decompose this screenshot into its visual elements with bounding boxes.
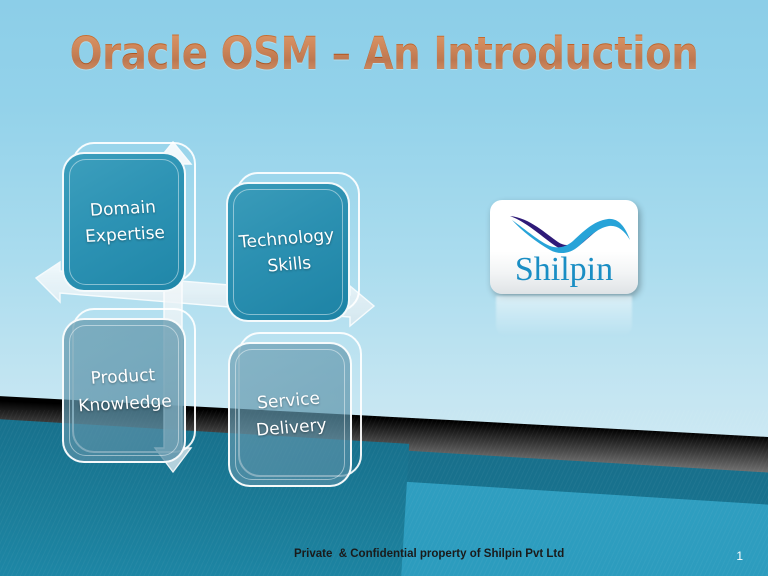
quadrant-face: [228, 342, 352, 487]
swoosh-light-icon: [512, 218, 630, 254]
quadrant-domain-expertise[interactable]: Domain Expertise: [62, 142, 196, 292]
quadrant-label-line2: Skills: [266, 253, 313, 277]
capability-matrix-diagram: Domain Expertise Technology Skills Produ…: [0, 0, 420, 520]
quadrant-label-line2: Knowledge: [77, 391, 173, 416]
quadrant-label: Domain Expertise: [57, 149, 192, 295]
swoosh-dark-icon: [510, 216, 610, 250]
quadrant-label-line1: Domain: [89, 197, 157, 221]
quadrant-label: Product Knowledge: [56, 315, 191, 466]
quadrant-label-line1: Technology: [238, 225, 336, 253]
quadrant-label-line1: Product: [89, 365, 156, 389]
logo-card: Shilpin: [490, 200, 638, 294]
quadrant-product-knowledge[interactable]: Product Knowledge: [62, 308, 196, 463]
quadrant-face: [226, 182, 350, 322]
quadrant-label-line2: Delivery: [255, 414, 328, 441]
slide-title: Oracle OSM – An Introduction: [54, 27, 714, 80]
logo-reflection: [496, 296, 632, 336]
quadrant-face: [62, 152, 186, 292]
quadrant-label: Technology Skills: [219, 178, 357, 327]
logo-artwork: Shilpin: [510, 216, 630, 288]
confidentiality-notice: Private & Confidential property of Shilp…: [294, 548, 565, 560]
shilpin-logo: Shilpin: [490, 200, 640, 336]
quadrant-technology-skills[interactable]: Technology Skills: [226, 172, 360, 322]
quadrant-label-line2: Expertise: [84, 222, 166, 248]
logo-wordmark: Shilpin: [515, 251, 613, 288]
quadrant-service-delivery[interactable]: Service Delivery: [228, 332, 362, 487]
quadrant-face: [62, 318, 186, 463]
page-number: 1: [736, 549, 743, 563]
quadrant-label: Service Delivery: [221, 338, 360, 492]
